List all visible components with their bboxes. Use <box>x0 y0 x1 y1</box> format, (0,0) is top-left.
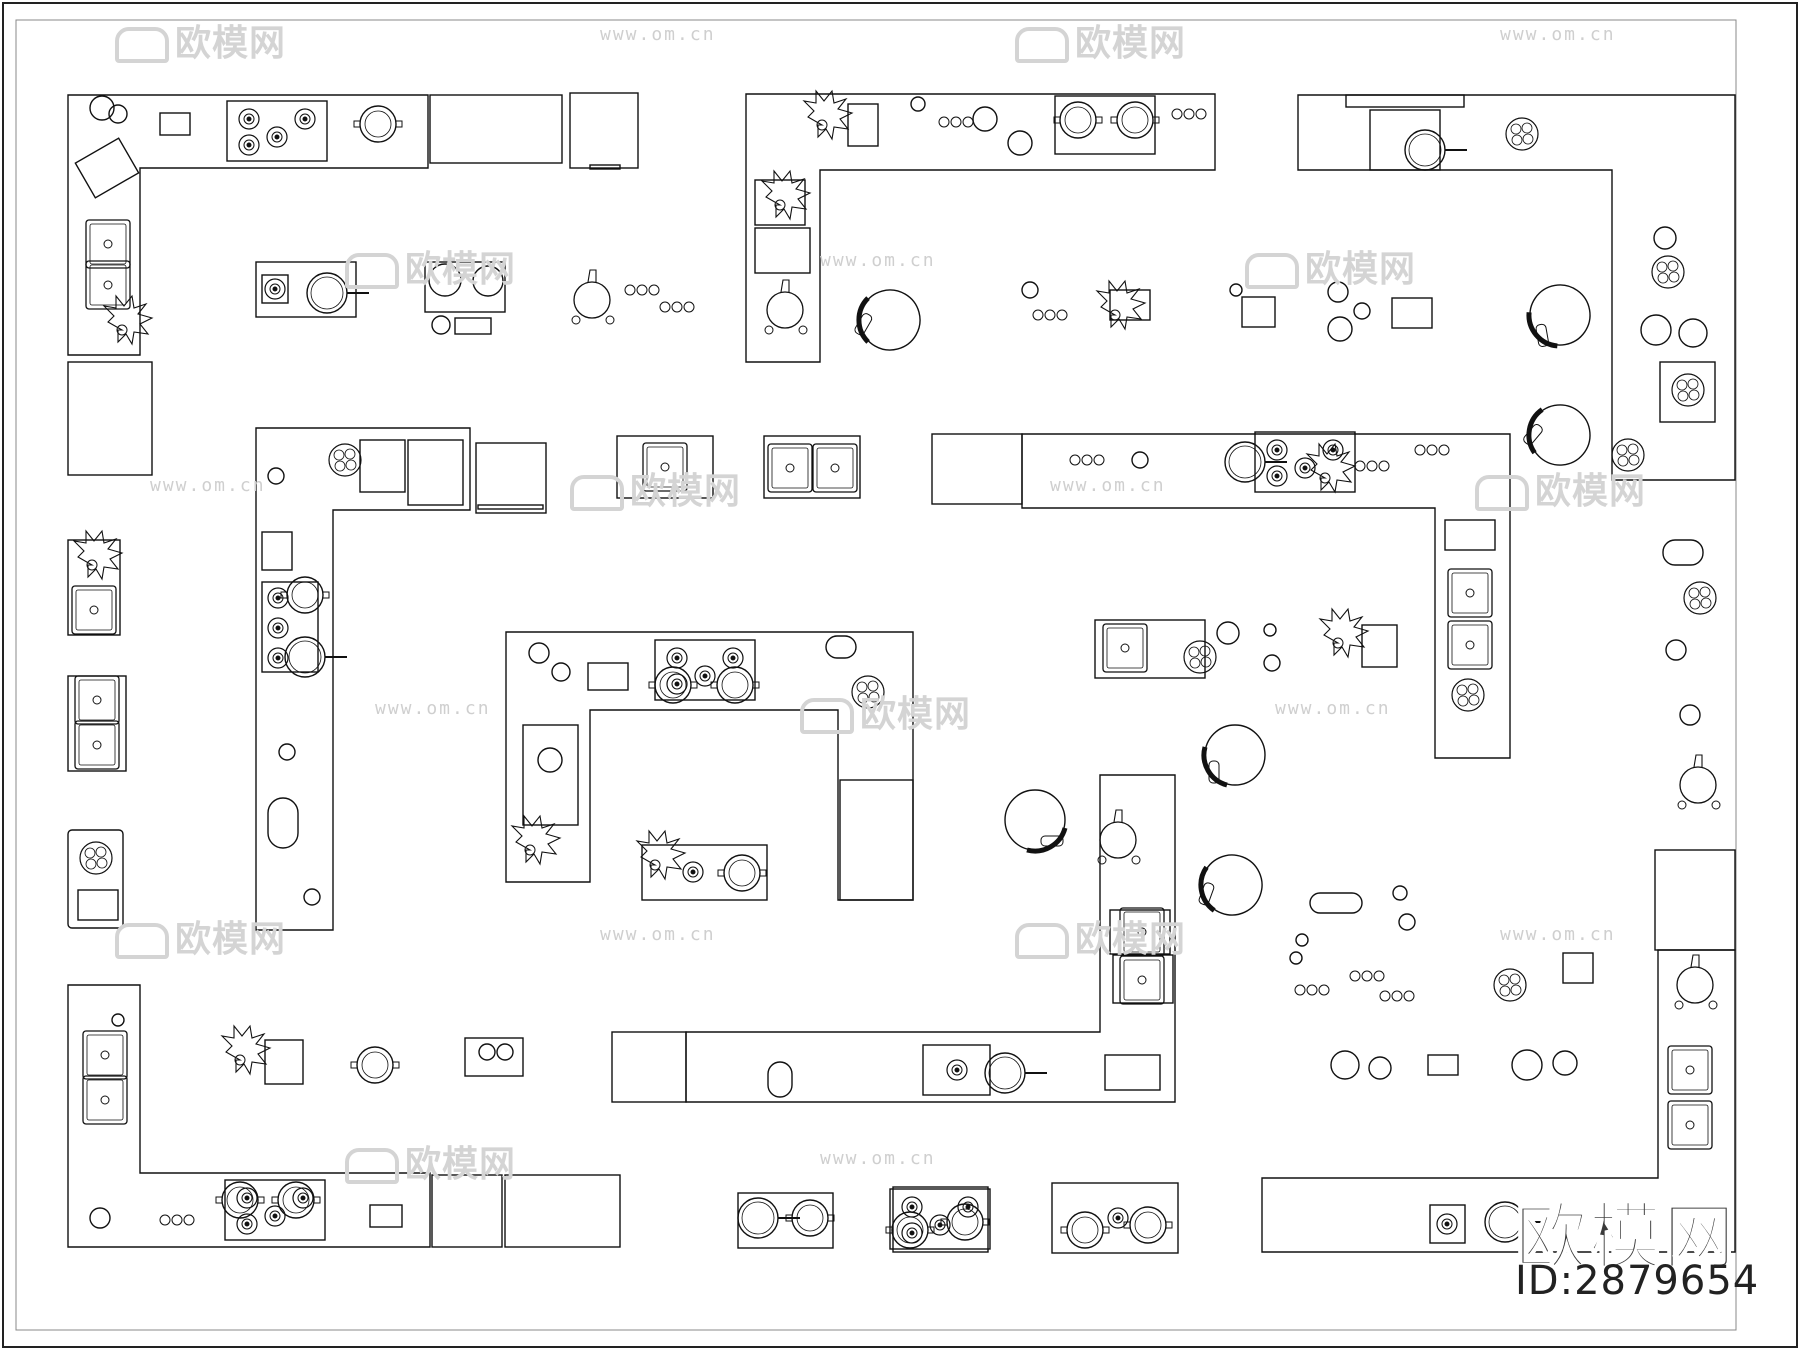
kitchen-l-shape-bottom-left <box>67 984 621 1248</box>
watermark-text: 欧模网 <box>175 919 287 960</box>
watermark-logo: 欧模网 <box>345 240 516 292</box>
watermark-logo: 欧模网 <box>1015 14 1186 66</box>
watermark-text: 欧模网 <box>860 694 972 735</box>
left-edge-unit-1 <box>67 530 123 636</box>
left-edge-unit-3 <box>67 829 124 929</box>
watermark-sofa-icon <box>1245 253 1299 289</box>
sink-center-right <box>1094 619 1281 679</box>
kitchen-l-shape-top-right <box>1297 94 1736 481</box>
kitchen-u-shape-middle-right <box>931 432 1511 759</box>
watermark-logo: 欧模网 <box>1245 240 1416 292</box>
watermark-url: www.om.cn <box>375 698 491 719</box>
model-id-label: ID:2879654 <box>1515 1258 1760 1304</box>
watermark-url: www.om.cn <box>1050 475 1166 496</box>
watermark-sofa-icon <box>1015 923 1069 959</box>
watermark-logo: 欧模网 <box>115 910 286 962</box>
watermark-sofa-icon <box>345 253 399 289</box>
kitchen-l-shape-top-left <box>67 92 639 476</box>
sink-unit-mid-1 <box>616 435 714 499</box>
watermark-url: www.om.cn <box>1275 698 1391 719</box>
cutting-station-plants <box>424 261 506 335</box>
watermark-text: 欧模网 <box>405 249 517 290</box>
kitchen-l-shape-bottom-center <box>611 774 1176 1103</box>
chair-icon-4 <box>1204 725 1265 785</box>
watermark-text: 欧模网 <box>1305 249 1417 290</box>
watermark-sofa-icon <box>800 698 854 734</box>
watermark-sofa-icon <box>1015 27 1069 63</box>
watermark-text: 欧模网 <box>630 471 742 512</box>
watermark-sofa-icon <box>115 27 169 63</box>
watermark-sofa-icon <box>570 475 624 511</box>
watermark-logo: 欧模网 <box>570 462 741 514</box>
tableware-top-middle <box>1021 280 1151 330</box>
watermark-url: www.om.cn <box>1500 24 1616 45</box>
cooktop-bottom-1 <box>737 1192 835 1249</box>
chair-icon-5 <box>1005 790 1065 851</box>
sink-unit-mid-2 <box>763 435 861 499</box>
watermark-text: 欧模网 <box>405 1144 517 1185</box>
bottom-left-tableware <box>221 1025 524 1085</box>
kitchen-u-shape-middle-left <box>255 427 547 931</box>
watermark-logo: 欧模网 <box>345 1135 516 1187</box>
watermark-text: 欧模网 <box>1075 919 1187 960</box>
watermark-url: www.om.cn <box>1500 924 1616 945</box>
plant-board-right <box>1319 608 1398 668</box>
chair-icon-6 <box>1193 846 1271 923</box>
kitchen-l-shape-top-center <box>745 90 1216 363</box>
watermark-sofa-icon <box>345 1148 399 1184</box>
watermark-logo: 欧模网 <box>1015 910 1186 962</box>
watermark-url: www.om.cn <box>600 24 716 45</box>
watermark-text: 欧模网 <box>1535 471 1647 512</box>
sheet-inner-border <box>15 19 1737 1331</box>
watermark-text: 欧模网 <box>1075 23 1187 64</box>
cooktop-single-pan <box>255 261 370 318</box>
right-edge-tableware <box>1662 539 1721 810</box>
scattered-tableware-bottom-right <box>1289 885 1594 1081</box>
watermark-text: 欧模网 <box>175 23 287 64</box>
watermark-sofa-icon <box>115 923 169 959</box>
cooktop-bottom-2 <box>885 1186 990 1253</box>
watermark-url: www.om.cn <box>600 924 716 945</box>
left-edge-unit-2 <box>67 675 127 772</box>
watermark-logo: 欧模网 <box>800 685 971 737</box>
kitchen-u-shape-center <box>505 631 914 901</box>
watermark-logo: 欧模网 <box>115 14 286 66</box>
watermark-url: www.om.cn <box>820 1148 936 1169</box>
brand-stamp: 欧模网 <box>1514 1194 1738 1280</box>
watermark-url: www.om.cn <box>820 250 936 271</box>
chair-icon-1 <box>848 278 931 360</box>
kettle-bowls-top <box>571 269 695 325</box>
chair-icon-2 <box>1524 280 1595 350</box>
watermark-logo: 欧模网 <box>1475 462 1646 514</box>
cooktop-bottom-3 <box>1051 1182 1179 1254</box>
watermark-url: www.om.cn <box>150 475 266 496</box>
kitchen-l-shape-bottom-right <box>1261 849 1736 1253</box>
appliance-row-top-right <box>1229 281 1433 342</box>
watermark-sofa-icon <box>1475 475 1529 511</box>
